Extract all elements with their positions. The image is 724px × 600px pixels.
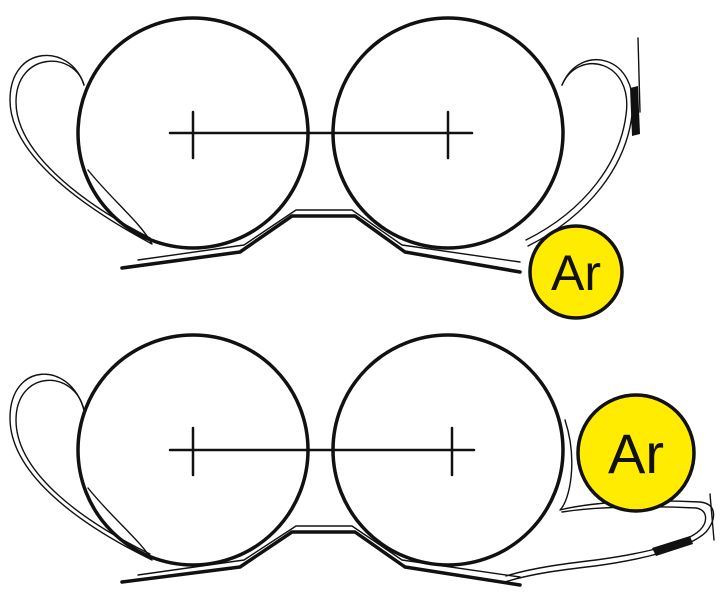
atom-ar-top: Ar <box>528 224 624 320</box>
panel-bottom: Ar <box>9 333 715 587</box>
panel-top: Ar <box>9 16 641 320</box>
pin-tab-icon <box>630 86 640 136</box>
atom-ar-top-label: Ar <box>551 245 601 301</box>
left-loop-inner <box>15 379 151 555</box>
base-bridge-inner <box>137 209 521 263</box>
base-bridge-outer <box>120 530 522 587</box>
tail-stem <box>709 493 715 541</box>
base-bridge-outer <box>120 214 522 274</box>
atom-ar-top-circle <box>528 224 624 320</box>
atom-ar-bottom-label: Ar <box>608 422 664 485</box>
tail-tab-icon <box>652 536 693 556</box>
atom-ar-bottom-circle <box>576 393 696 513</box>
atom-ar-bottom: Ar <box>576 393 696 513</box>
left-loop-outer <box>9 54 153 245</box>
pin-stem <box>637 37 641 113</box>
left-loop-inner <box>15 60 151 239</box>
left-loop-outer <box>9 373 153 561</box>
right-loop-outer <box>527 59 634 247</box>
base-bridge-inner <box>137 525 521 578</box>
right-loop-inner <box>525 63 628 241</box>
right-loop-outer <box>504 419 715 583</box>
